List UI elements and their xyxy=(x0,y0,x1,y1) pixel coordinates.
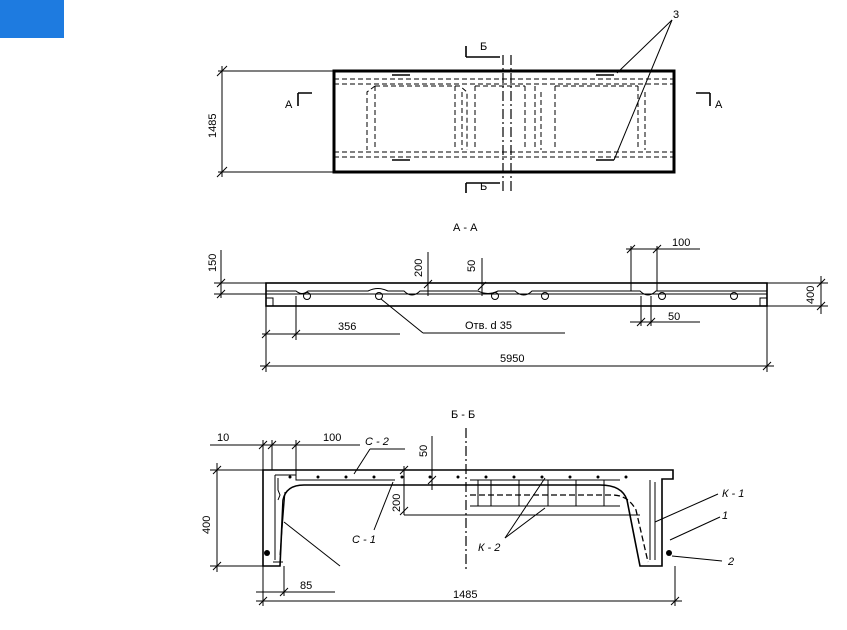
bb-dim-10: 10 xyxy=(217,432,229,444)
section-b-bottom-label: Б xyxy=(480,181,487,193)
section-bb-title: Б - Б xyxy=(451,409,475,421)
bb-callout-1: 1 xyxy=(722,510,728,522)
rebar-dots xyxy=(288,475,628,479)
aa-hole-note: Отв. d 35 xyxy=(465,320,512,332)
bb-label-c1: С - 1 xyxy=(352,534,376,546)
bb-dim-200: 200 xyxy=(391,494,403,512)
section-b-top-label: Б xyxy=(480,41,487,53)
bb-label-c2: С - 2 xyxy=(365,436,389,448)
aa-dim-356: 356 xyxy=(338,321,356,333)
aa-dim-50-bottom: 50 xyxy=(668,311,680,323)
section-bb: Б - Б xyxy=(201,409,744,606)
aa-dim-100: 100 xyxy=(672,237,690,249)
bb-label-k1: К - 1 xyxy=(722,488,744,500)
callout-3: 3 xyxy=(673,9,679,21)
plan-outline xyxy=(332,69,676,174)
aa-dim-150: 150 xyxy=(207,254,219,272)
bb-dim-400: 400 xyxy=(201,516,213,534)
bb-dim-50: 50 xyxy=(418,445,430,457)
bb-label-k2: К - 2 xyxy=(478,542,500,554)
aa-dim-50-top: 50 xyxy=(466,260,478,272)
bb-dim-85: 85 xyxy=(300,580,312,592)
plan-width-dim: 1485 xyxy=(207,114,219,138)
plan-view: Б Б А А 1485 3 xyxy=(207,9,723,193)
section-aa: А - А 150 200 50 10 xyxy=(207,222,828,372)
bb-dim-100: 100 xyxy=(323,432,341,444)
section-a-left-label: А xyxy=(285,99,293,111)
bb-dim-1485: 1485 xyxy=(453,589,477,601)
corner-tab xyxy=(0,0,64,38)
aa-dim-5950: 5950 xyxy=(500,353,524,365)
bb-callout-2: 2 xyxy=(727,556,734,568)
aa-dim-200: 200 xyxy=(413,259,425,277)
section-a-right-label: А xyxy=(715,99,723,111)
aa-dim-400: 400 xyxy=(805,286,817,304)
section-aa-title: А - А xyxy=(453,222,478,234)
